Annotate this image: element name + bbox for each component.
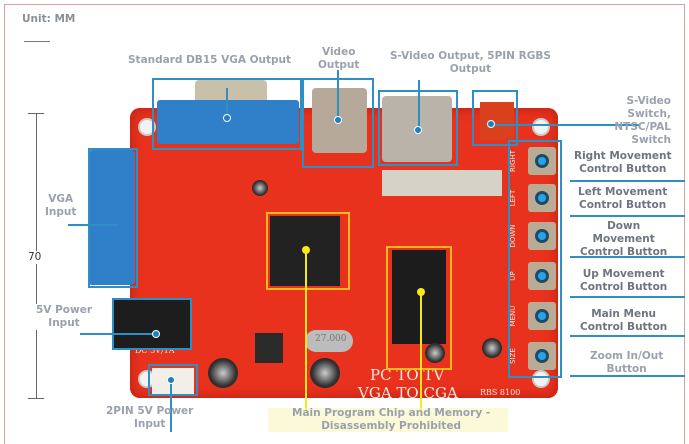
label-down-1: Down <box>607 220 641 232</box>
callout-dot <box>223 114 231 122</box>
label-power-2: Input <box>48 317 80 329</box>
label-right-1: Right Movement <box>574 150 672 162</box>
label-down-3: Control Button <box>580 246 668 258</box>
callout-dot <box>167 376 175 384</box>
highlight-leader <box>305 250 307 410</box>
dimension-tick-top <box>28 113 44 114</box>
label-switch-2: Switch, <box>627 108 671 120</box>
highlight-band <box>268 408 508 432</box>
callout-dot <box>334 116 342 124</box>
crystal-label: 27.000 <box>315 334 347 344</box>
board-text-pc-to-tv: PC TO TV <box>370 366 445 384</box>
label-menu-2: Control Button <box>580 321 668 333</box>
leader-line <box>570 256 685 258</box>
label-video-output-1: Video <box>322 46 356 58</box>
mount-hole <box>532 118 550 136</box>
highlight-main-chip <box>266 212 350 290</box>
vga-output-connector <box>157 100 299 144</box>
callout-box-power <box>112 298 192 350</box>
label-vga-input-2: Input <box>45 206 77 218</box>
label-right-2: Control Button <box>579 163 667 175</box>
callout-box-2pin <box>148 364 198 396</box>
leader-line <box>337 70 339 120</box>
callout-box-switch <box>472 90 518 146</box>
size-button[interactable] <box>528 342 556 370</box>
pcb-board: 27.000 PC TO TV VGA TO CGA RBS 8100 DC 5… <box>130 108 558 402</box>
label-zoom-2: Button <box>606 363 647 375</box>
label-switch-1: S-Video <box>626 95 671 107</box>
capacitor <box>425 343 445 363</box>
leader-line <box>570 375 685 377</box>
capacitor <box>482 338 502 358</box>
capacitor <box>310 358 340 388</box>
ntsc-pal-switch <box>480 102 514 140</box>
board-model: RBS 8100 <box>480 388 521 397</box>
label-vga-input-1: VGA <box>48 193 74 205</box>
mount-hole <box>138 118 156 136</box>
callout-box-vga-input <box>88 148 138 288</box>
regulator <box>255 333 283 363</box>
highlight-memory <box>386 246 452 370</box>
leader-line <box>570 296 685 298</box>
label-power-1: 5V Power <box>36 304 92 316</box>
callout-dot <box>152 330 160 338</box>
left-button[interactable] <box>528 184 556 212</box>
unit-label: Unit: MM <box>22 13 76 25</box>
image-frame <box>4 4 685 444</box>
label-left-1: Left Movement <box>578 186 668 198</box>
label-menu-1: Main Menu <box>591 308 657 320</box>
label-2pin-1: 2PIN 5V Power <box>106 405 194 417</box>
label-vga-output: Standard DB15 VGA Output <box>128 54 292 66</box>
board-text-vga-to-cga: VGA TO CGA <box>358 384 458 402</box>
memory-chip <box>392 250 446 344</box>
label-up-2: Control Button <box>580 281 668 293</box>
right-button[interactable] <box>528 147 556 175</box>
leader-line <box>68 224 118 226</box>
board-dc-label: DC 5V/1A <box>135 346 175 355</box>
rgbs-header <box>382 170 502 196</box>
leader-line <box>170 384 172 432</box>
callout-dot <box>414 126 422 134</box>
label-chip-1: Main Program Chip and Memory - <box>292 407 491 419</box>
leader-line <box>570 215 685 217</box>
label-up-1: Up Movement <box>582 268 665 280</box>
down-button[interactable] <box>528 222 556 250</box>
label-down-2: Movement <box>592 233 655 245</box>
highlight-leader <box>420 292 422 410</box>
leader-line <box>80 333 155 335</box>
callout-dot <box>487 120 495 128</box>
scale-bar <box>24 41 50 42</box>
label-zoom-1: Zoom In/Out <box>590 350 664 362</box>
label-switch-3: NTSC/PAL <box>614 121 671 133</box>
capacitor <box>252 180 268 196</box>
dc-power-jack <box>112 298 192 350</box>
callout-box-vga-output <box>152 78 302 150</box>
mount-hole <box>532 370 550 388</box>
dimension-label: 70 <box>28 251 42 264</box>
leader-line <box>418 80 420 130</box>
leader-line <box>570 335 685 337</box>
label-switch-4: Switch <box>631 134 671 146</box>
capacitor <box>208 358 238 388</box>
label-video-output-2: Output <box>318 59 360 71</box>
crystal: 27.000 <box>305 330 353 352</box>
label-chip-2: Disassembly Prohibited <box>321 420 461 432</box>
label-svideo-1: S-Video Output, 5PIN RGBS <box>390 50 551 62</box>
leader-line <box>490 124 640 126</box>
highlight-dot <box>417 288 425 296</box>
vga-input-connector <box>88 150 135 285</box>
label-svideo-2: Output <box>449 63 492 75</box>
leader-line <box>570 180 685 182</box>
leader-line <box>226 88 228 118</box>
up-button[interactable] <box>528 262 556 290</box>
label-2pin-2: Input <box>133 418 166 430</box>
dimension-tick-bottom <box>28 398 44 399</box>
label-left-2: Control Button <box>578 199 667 211</box>
highlight-dot <box>302 246 310 254</box>
callout-box-buttons <box>508 140 562 378</box>
menu-button[interactable] <box>528 302 556 330</box>
